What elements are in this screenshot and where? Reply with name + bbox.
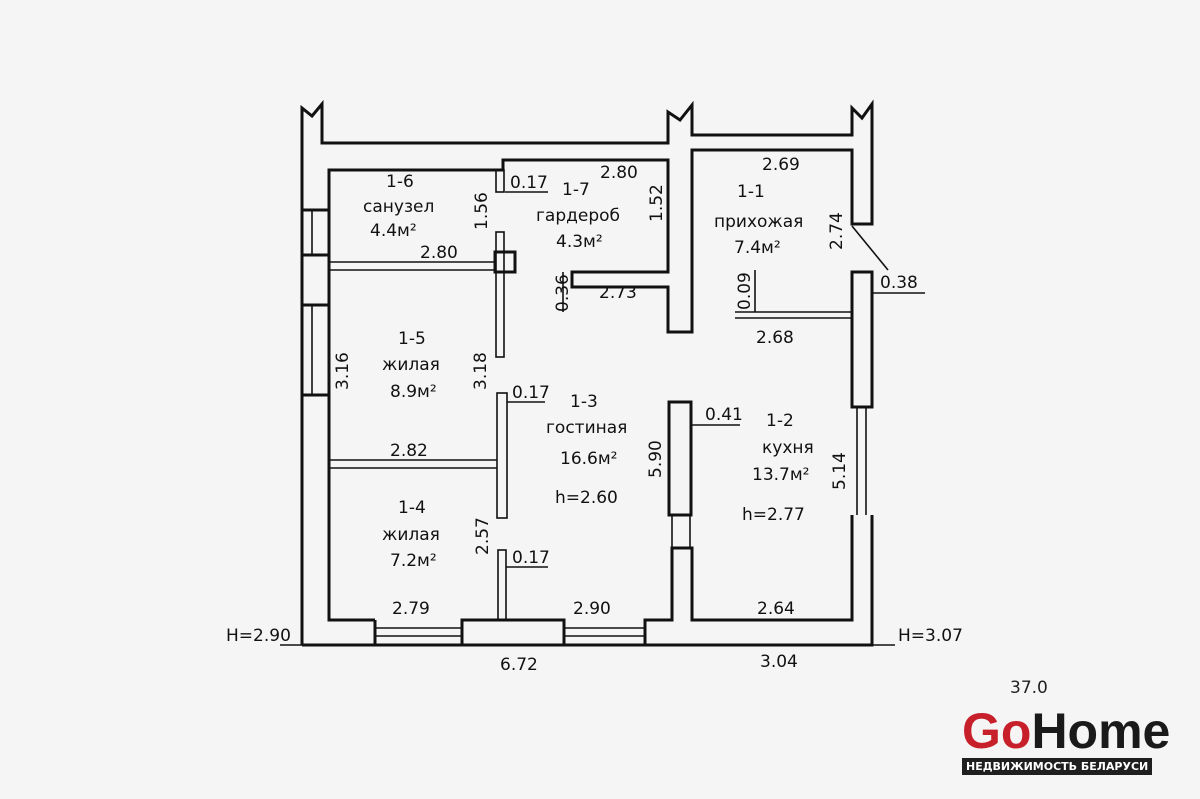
svg-text:0.17: 0.17 [512,383,550,403]
svg-text:5.90: 5.90 [646,440,666,478]
svg-text:5.14: 5.14 [830,452,850,490]
svg-text:прихожая: прихожая [714,212,803,232]
svg-text:13.7м²: 13.7м² [752,465,810,485]
room-1-1: 1-1 прихожая 7.4м² [714,182,803,258]
svg-text:2.73: 2.73 [599,283,637,303]
svg-text:1-1: 1-1 [737,182,765,202]
svg-text:H=2.90: H=2.90 [226,626,291,646]
svg-text:1-6: 1-6 [386,172,414,192]
svg-text:3.04: 3.04 [760,652,798,672]
svg-text:2.79: 2.79 [392,599,430,619]
svg-text:1.52: 1.52 [647,184,667,222]
svg-text:8.9м²: 8.9м² [390,382,437,402]
svg-text:санузел: санузел [363,197,434,217]
logo-tagline: НЕДВИЖИМОСТЬ БЕЛАРУСИ [962,758,1153,775]
svg-text:1-2: 1-2 [766,411,794,431]
svg-text:гардероб: гардероб [536,206,620,226]
svg-text:7.2м²: 7.2м² [390,551,437,571]
svg-text:7.4м²: 7.4м² [734,238,781,258]
svg-text:h=2.77: h=2.77 [742,505,805,525]
room-1-6: 1-6 санузел 4.4м² [363,172,434,241]
svg-text:1-3: 1-3 [570,392,598,412]
dimension-labels: 2.69 2.74 0.38 0.09 2.68 2.80 2.80 0.17 … [226,155,963,675]
svg-text:4.3м²: 4.3м² [556,232,603,252]
dimension-lines [280,191,925,646]
svg-text:1-5: 1-5 [398,329,426,349]
svg-text:2.64: 2.64 [757,599,795,619]
svg-text:жилая: жилая [382,355,440,375]
svg-text:6.72: 6.72 [500,655,538,675]
svg-text:2.69: 2.69 [762,155,800,175]
svg-text:0.36: 0.36 [553,274,573,312]
svg-text:1-4: 1-4 [398,498,426,518]
svg-text:2.80: 2.80 [600,163,638,183]
svg-text:2.68: 2.68 [756,328,794,348]
svg-text:4.4м²: 4.4м² [370,221,417,241]
total-area: 37.0 [1010,678,1048,698]
svg-text:2.57: 2.57 [473,517,493,555]
logo-wordmark: GoHome [962,703,1171,759]
svg-text:0.17: 0.17 [512,548,550,568]
svg-text:0.41: 0.41 [705,405,743,425]
svg-text:0.38: 0.38 [880,273,918,293]
svg-text:H=3.07: H=3.07 [898,626,963,646]
svg-text:кухня: кухня [762,438,814,458]
svg-text:2.74: 2.74 [827,212,847,250]
svg-text:0.09: 0.09 [735,272,755,310]
room-1-5: 1-5 жилая 8.9м² [382,329,440,402]
room-1-7: 1-7 гардероб 4.3м² [536,180,620,252]
svg-text:h=2.60: h=2.60 [555,488,618,508]
room-1-2: 1-2 кухня 13.7м² h=2.77 [742,411,814,525]
svg-text:3.18: 3.18 [471,352,491,390]
svg-text:жилая: жилая [382,525,440,545]
svg-text:3.16: 3.16 [333,352,353,390]
room-1-4: 1-4 жилая 7.2м² [382,498,440,571]
room-1-3: 1-3 гостиная 16.6м² h=2.60 [546,392,627,508]
svg-text:0.17: 0.17 [510,173,548,193]
svg-text:2.82: 2.82 [390,441,428,461]
svg-text:гостиная: гостиная [546,418,627,438]
svg-text:2.90: 2.90 [573,599,611,619]
gohome-logo[interactable]: GoHome НЕДВИЖИМОСТЬ БЕЛАРУСИ [962,703,1171,775]
svg-text:1.56: 1.56 [472,192,492,230]
svg-text:1-7: 1-7 [562,180,590,200]
walls [300,99,874,647]
svg-text:2.80: 2.80 [420,243,458,263]
svg-text:16.6м²: 16.6м² [560,449,618,469]
